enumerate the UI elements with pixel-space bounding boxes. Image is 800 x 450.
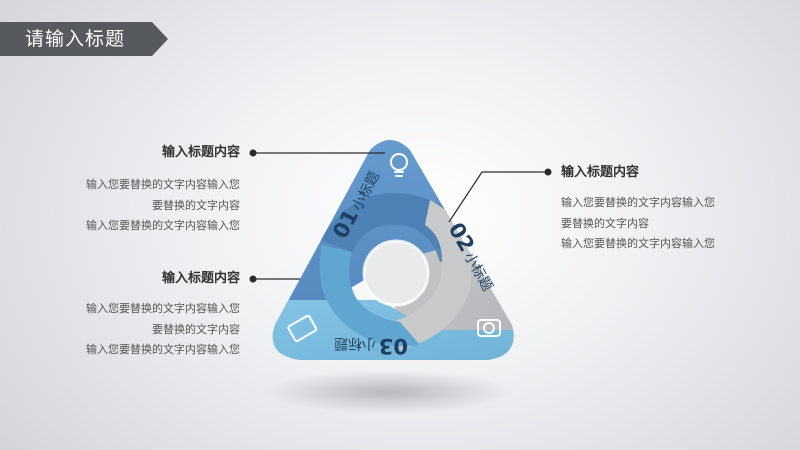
block-heading: 输入标题内容 [161, 145, 240, 160]
center-hole [364, 241, 428, 305]
connector-dot-2 [544, 168, 552, 176]
block-heading: 输入标题内容 [561, 165, 640, 180]
segment-03-number: 03 [379, 334, 408, 358]
page-title: 请输入标题 [25, 28, 126, 50]
block-heading: 输入标题内容 [161, 271, 240, 286]
block-line: 输入您要替换的文字内容输入您 [561, 196, 715, 209]
swirl-band-gray [392, 200, 472, 350]
title-banner: 请输入标题 [0, 22, 168, 56]
swirl-band-light [319, 245, 420, 347]
connector-dot-1 [249, 149, 257, 157]
block-line: 要替换的文字内容 [152, 198, 240, 212]
tablet-icon [287, 314, 318, 343]
block-line: 输入您要替换的文字内容输入您 [561, 237, 715, 250]
connector-line-2 [448, 171, 548, 223]
diagram-shadow [263, 370, 513, 414]
block-line: 输入您要替换的文字内容输入您 [86, 178, 240, 191]
lightbulb-icon [390, 153, 408, 177]
block-line: 输入您要替换的文字内容输入您 [86, 219, 240, 232]
text-block-right: 输入标题内容 输入您要替换的文字内容输入您 要替换的文字内容 输入您要替换的文字… [561, 165, 761, 255]
block-line: 要替换的文字内容 [561, 216, 649, 230]
text-block-top-left: 输入标题内容 输入您要替换的文字内容输入您 要替换的文字内容 输入您要替换的文字… [60, 145, 240, 237]
block-line: 输入您要替换的文字内容输入您 [86, 302, 240, 315]
connector-dot-3 [249, 275, 257, 283]
camera-icon [477, 319, 501, 337]
text-block-bottom-left: 输入标题内容 输入您要替换的文字内容输入您 要替换的文字内容 输入您要替换的文字… [60, 271, 240, 361]
block-line: 输入您要替换的文字内容输入您 [86, 343, 240, 356]
segment-03-label: 小标题 [334, 335, 376, 351]
block-line: 要替换的文字内容 [152, 322, 240, 336]
